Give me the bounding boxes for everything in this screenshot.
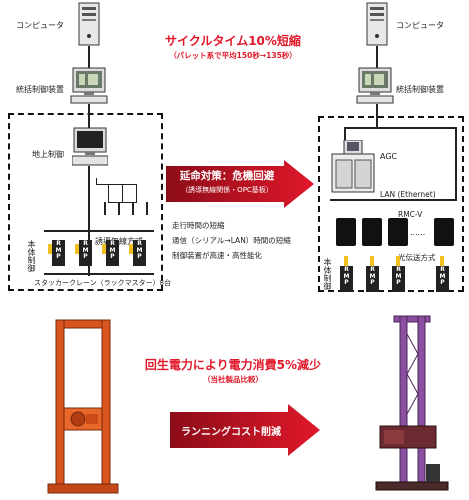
terminal-icon <box>71 127 109 166</box>
agc-cabinet-icon <box>331 139 375 193</box>
antenna-icon <box>104 202 106 215</box>
left-box-link <box>88 104 90 128</box>
left-rail <box>44 230 154 232</box>
left-body-control-label: 本体制御 <box>27 240 36 272</box>
crane-label: スタッカークレーン（ラックマスター）8台 <box>34 279 172 287</box>
tree-main-line <box>88 166 90 276</box>
power-title: 回生電力により電力消費5%減少 <box>144 358 322 372</box>
rmc-v-unit <box>362 218 382 246</box>
extension-arrow-title: 延命対策：危機回避 <box>179 170 275 182</box>
agc-cabinet <box>330 139 376 194</box>
optical-label: 光伝送方式 <box>398 253 436 262</box>
computer-tower-icon <box>78 2 100 46</box>
computer-tower-icon <box>366 2 388 46</box>
note-travel: 走行時間の短縮 <box>172 221 225 230</box>
extension-arrow-subtitle: （誘導無線関係・OPC基板） <box>181 186 273 194</box>
antenna-icon <box>146 202 148 215</box>
lan-label: LAN (Ethernet) <box>380 190 436 199</box>
right-crane-image <box>372 314 452 496</box>
right-dots: ...... <box>410 228 426 237</box>
extension-arrow <box>166 160 314 208</box>
left-crane-image <box>46 318 120 496</box>
monitor-icon <box>356 67 394 104</box>
left-system-box <box>8 113 163 291</box>
right-body-control-label: 本体制御 <box>323 258 332 290</box>
running-cost-arrow <box>170 404 320 456</box>
stacker-crane-purple-icon <box>375 315 449 491</box>
left-computer-label: コンピュータ <box>16 21 64 30</box>
stacker-crane-orange-icon <box>47 319 119 494</box>
left-control-unit-label: 統括制御装置 <box>16 85 64 94</box>
right-computer-label: コンピュータ <box>396 21 444 30</box>
antenna-icon <box>132 202 134 215</box>
note-communication: 通信（シリアル→LAN）時間の短縮 <box>172 236 291 245</box>
rmc-v-unit <box>388 218 408 246</box>
right-arrow-icon <box>166 160 314 208</box>
rmcv-label: RMC-V <box>398 210 423 219</box>
right-arrow-icon <box>170 404 320 456</box>
left-control-unit <box>70 67 108 105</box>
note-controller: 制御装置が高速・高性能化 <box>172 251 262 260</box>
right-control-unit <box>356 67 394 105</box>
cycle-time-title: サイクルタイム10%短縮 <box>165 34 301 48</box>
right-system-box <box>318 116 464 292</box>
rmc-v-unit <box>434 218 454 246</box>
running-cost-title: ランニングコスト削減 <box>181 427 281 438</box>
agc-label: AGC <box>380 152 398 161</box>
right-computer <box>366 2 388 46</box>
ground-control-label: 地上制御 <box>32 150 64 159</box>
left-computer <box>78 2 100 46</box>
right-control-unit-label: 統括制御装置 <box>396 85 444 94</box>
tree-branch-top <box>96 184 136 185</box>
antenna-icon <box>118 202 120 215</box>
power-subtitle: （当社製品比較） <box>203 375 263 384</box>
wireless-label: 誘導無線方式 <box>95 237 143 246</box>
left-link-line <box>88 46 90 68</box>
ground-control-terminal <box>71 127 109 167</box>
cycle-time-subtitle: （パレット系で平均150秒→135秒） <box>169 51 297 60</box>
monitor-icon <box>70 67 108 104</box>
rmc-v-unit <box>336 218 356 246</box>
